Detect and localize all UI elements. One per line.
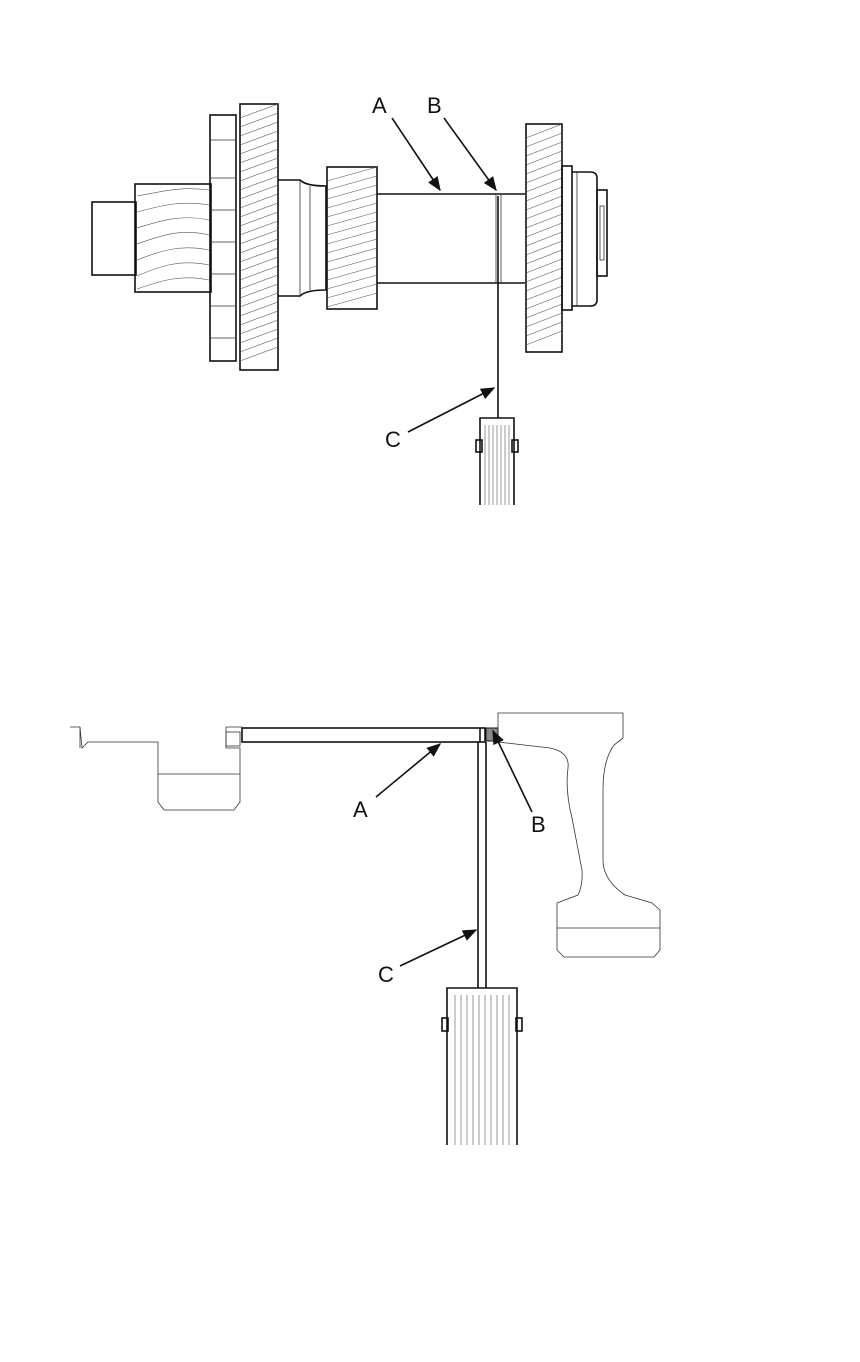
housing-right	[497, 712, 661, 958]
feeler-gauge	[475, 196, 519, 505]
shaft-left-spline	[134, 183, 212, 293]
shaft-body	[377, 193, 525, 284]
top-figure: A B C	[91, 93, 608, 505]
gear-right	[525, 123, 563, 353]
callout-b-leader	[443, 117, 497, 192]
bottom-figure: A B C	[70, 712, 661, 1145]
callout-c-leader-bottom	[399, 929, 478, 967]
callout-c-leader	[407, 387, 496, 433]
shaft-left-stub	[91, 201, 137, 276]
callout-c-label-bottom: C	[378, 962, 394, 987]
callout-b-leader-bottom	[492, 729, 533, 813]
shaft-neck	[278, 179, 327, 297]
bearing-end	[561, 165, 608, 311]
callout-a-label: A	[372, 93, 387, 118]
callout-a-leader-bottom	[375, 743, 442, 798]
callout-c-label: C	[385, 427, 401, 452]
callout-b-label-bottom: B	[531, 812, 546, 837]
gear-large-left	[239, 103, 279, 371]
gear-small	[326, 166, 378, 310]
housing-left	[70, 726, 242, 811]
callout-a-leader	[391, 117, 441, 192]
straight-edge	[241, 727, 486, 743]
callout-a-label-bottom: A	[353, 797, 368, 822]
callout-b-label: B	[427, 93, 442, 118]
feeler-gauge-bottom	[441, 742, 523, 1145]
coupling-plate	[209, 114, 237, 362]
